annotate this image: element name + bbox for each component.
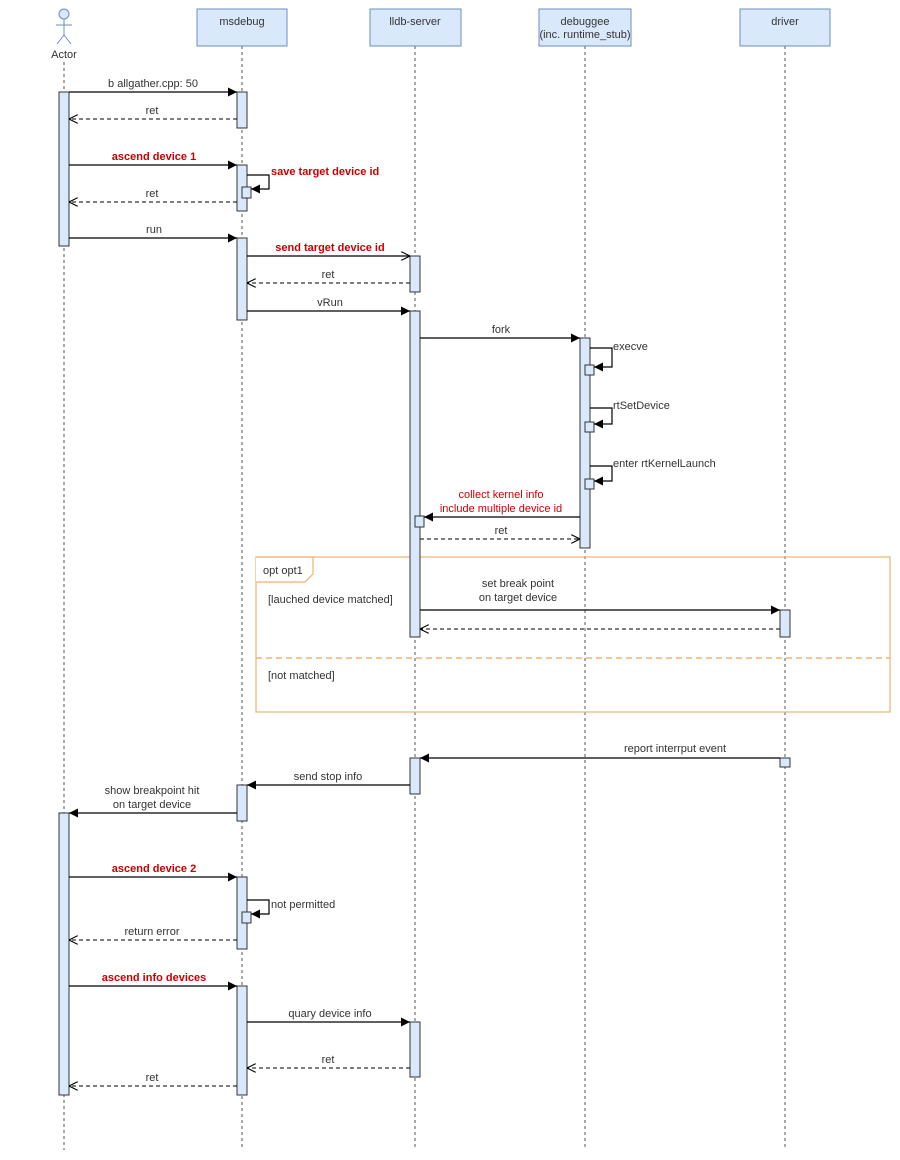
debuggee-activation [579,337,591,549]
msdebug-activation-6 [236,985,248,1096]
msdebug-self-activation-1 [241,186,252,199]
message-3-label: run [146,224,162,236]
message-7-label-line2: include multiple device id [440,503,562,515]
self-call-2-label: execve [613,341,648,353]
self-call-5-label: not permitted [271,899,335,911]
msdebug-header [196,8,288,47]
message-12-label: ascend device 2 [112,863,196,875]
self-call-1: save target device id [247,166,379,194]
actor-label: Actor [51,49,77,61]
return-3-label: ret [322,269,335,281]
actor-icon [56,8,72,45]
message-13: ascend info devices [69,972,237,991]
message-11-label-line1: show breakpoint hit [105,785,200,797]
lldb-activation-4 [409,1021,421,1078]
lldb-title: lldb-server [389,16,441,28]
message-2-label: ascend device 1 [112,151,196,163]
self-call-3-label: rtSetDevice [613,400,670,412]
message-11-label-line2: on target device [113,799,191,811]
message-11: show breakpoint hit on target device [69,785,237,818]
driver-activation-1 [779,609,791,638]
debuggee-self-activation-3 [584,478,595,490]
self-call-2: execve [590,341,648,372]
return-2: ret [69,188,237,202]
debuggee-self-activation-2 [584,421,595,433]
debuggee-title: debuggee [561,16,610,28]
self-call-3: rtSetDevice [590,400,670,429]
message-5: vRun [247,297,410,316]
return-7: ret [247,1054,410,1068]
debuggee-header [538,8,632,47]
self-call-4-label: enter rtKernelLaunch [613,458,716,470]
driver-header [739,8,831,47]
opt-frame: opt opt1 [lauched device matched] [not m… [255,556,891,713]
return-3: ret [247,269,410,283]
lldb-activation-1 [409,255,421,293]
opt-guard-matched: [lauched device matched] [268,594,393,606]
message-6-label: fork [492,324,511,336]
msdebug-activation-4 [236,784,248,822]
return-4-label: ret [495,525,508,537]
lldb-activation-2 [409,310,421,638]
self-call-4: enter rtKernelLaunch [590,458,716,486]
message-3: run [69,224,237,243]
opt-frame-label: opt opt1 [263,565,303,577]
msdebug-title: msdebug [219,16,264,28]
opt-guard-not-matched: [not matched] [268,670,335,682]
message-9-label: report interrput event [624,743,726,755]
message-9: report interrput event [420,743,780,763]
message-8: set break point on target device [420,578,780,615]
message-10-label: send stop info [294,771,363,783]
message-6: fork [420,324,580,343]
lldb-nested-activation [414,515,425,528]
message-1-label: b allgather.cpp: 50 [108,78,198,90]
self-call-1-label: save target device id [271,166,379,178]
actor-activation-1 [58,91,70,247]
msdebug-activation-1 [236,91,248,129]
message-4: send target device id [247,242,410,256]
return-7-label: ret [322,1054,335,1066]
return-8-label: ret [146,1072,159,1084]
lldb-activation-3 [409,757,421,795]
message-7-label-line1: collect kernel info [459,489,544,501]
self-call-5: not permitted [247,899,335,919]
return-4: ret [420,525,580,539]
message-4-label: send target device id [275,242,384,254]
opt-frame-tab [256,556,314,583]
debuggee-self-activation-1 [584,364,595,376]
message-5-label: vRun [317,297,343,309]
return-1: ret [69,105,237,119]
message-12: ascend device 2 [69,863,237,882]
debuggee-subtitle: (inc. runtime_stub) [539,29,630,41]
message-13-label: ascend info devices [102,972,207,984]
return-6-label: return error [124,926,179,938]
driver-title: driver [771,16,799,28]
return-6: return error [69,926,237,940]
message-1: b allgather.cpp: 50 [69,78,237,97]
message-8-label-line1: set break point [482,578,554,590]
message-14-label: quary device info [288,1008,371,1020]
opt-frame-border [255,556,891,713]
return-1-label: ret [146,105,159,117]
message-10: send stop info [247,771,410,790]
driver-activation-2 [779,757,791,768]
message-2: ascend device 1 [69,151,237,170]
msdebug-activation-3 [236,237,248,321]
actor-activation-2 [58,812,70,1096]
return-2-label: ret [146,188,159,200]
lldb-header [369,8,462,47]
msdebug-self-activation-2 [241,911,252,924]
message-8-label-line2: on target device [479,592,557,604]
message-7: collect kernel info include multiple dev… [424,489,580,522]
message-14: quary device info [247,1008,410,1027]
return-8: ret [69,1072,237,1086]
